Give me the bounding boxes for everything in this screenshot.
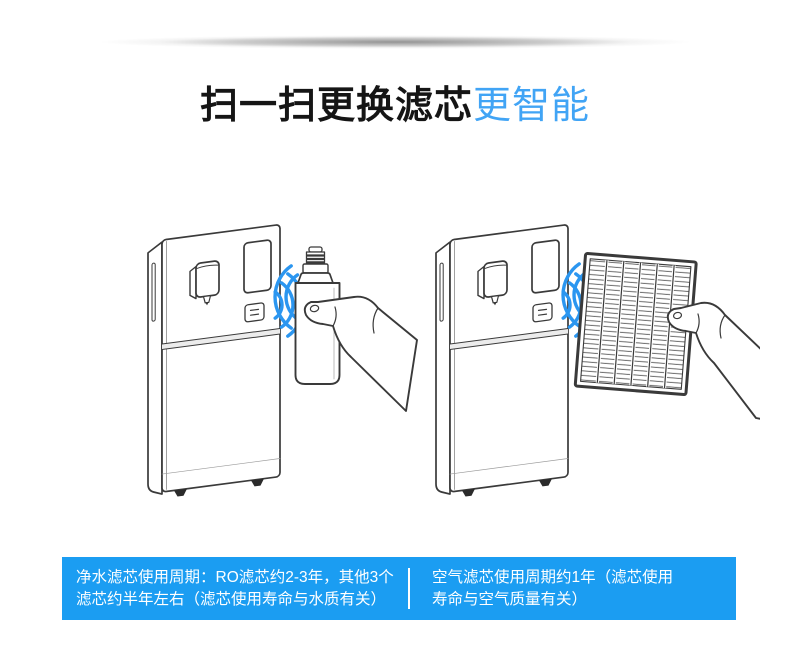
machine-icon — [435, 223, 569, 502]
air-filter-cycle-text: 空气滤芯使用周期约1年（滤芯使用 寿命与空气质量有关） — [432, 567, 736, 610]
page-title: 扫一扫更换滤芯更智能 — [0, 84, 790, 130]
hand-icon — [666, 301, 760, 420]
water-filter-cycle-line1: 净水滤芯使用周期：RO滤芯约2-3年，其他3个 — [76, 569, 394, 586]
bottom-info-bar: 净水滤芯使用周期：RO滤芯约2-3年，其他3个 滤芯约半年左右（滤芯使用寿命与水… — [62, 557, 736, 620]
title-blue-part: 更智能 — [473, 85, 591, 127]
air-filter-panel-icon — [573, 252, 698, 397]
illustration-air-filter-scan — [435, 223, 760, 502]
water-filter-cycle-text: 净水滤芯使用周期：RO滤芯约2-3年，其他3个 滤芯约半年左右（滤芯使用寿命与水… — [76, 567, 408, 610]
air-filter-cycle-line2: 寿命与空气质量有关） — [432, 590, 588, 608]
illustration-water-filter-scan — [147, 223, 418, 502]
hand-icon — [303, 295, 418, 412]
section-divider-shadow — [15, 33, 775, 51]
bar-divider — [408, 568, 410, 609]
water-filter-cycle-line2: 滤芯约半年左右（滤芯使用寿命与水质有关） — [76, 590, 387, 608]
air-filter-cycle-line1: 空气滤芯使用周期约1年（滤芯使用 — [432, 569, 674, 586]
title-black-part: 扫一扫更换滤芯 — [199, 85, 473, 127]
machine-icon — [147, 223, 281, 502]
